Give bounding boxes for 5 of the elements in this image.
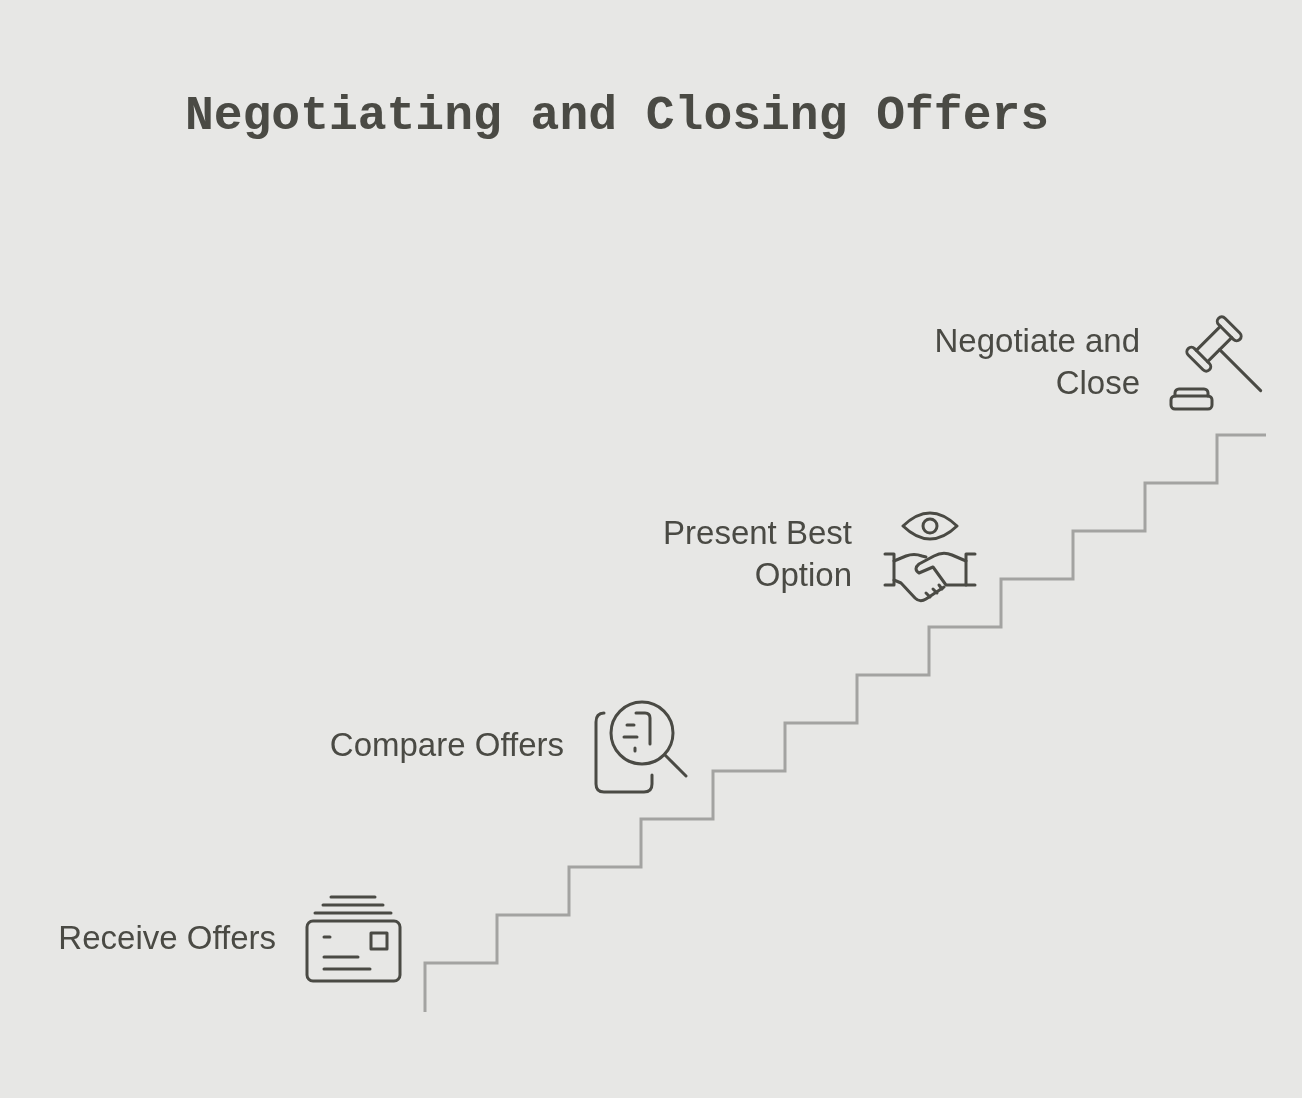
step-label: Compare Offers xyxy=(329,725,564,765)
step-label: Negotiate and Close xyxy=(933,321,1140,403)
step-label: Receive Offers xyxy=(58,918,276,958)
diagram-title: Negotiating and Closing Offers xyxy=(183,88,1051,145)
step-label: Present Best Option xyxy=(662,513,852,595)
